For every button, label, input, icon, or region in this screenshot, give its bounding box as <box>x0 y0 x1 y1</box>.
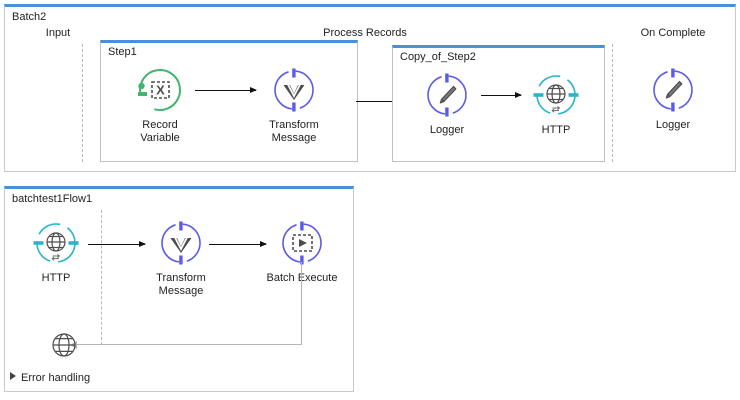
connector-arrow <box>88 240 146 247</box>
node-http-listener[interactable]: HTTP <box>18 219 94 285</box>
http-globe-icon <box>32 219 80 267</box>
logger-pencil-icon <box>649 66 697 114</box>
phase-separator-on-complete <box>612 44 613 162</box>
node-label: HTTP <box>41 272 71 284</box>
connector-arrow <box>481 91 522 98</box>
chevron-right-icon[interactable] <box>10 372 16 380</box>
transform-message-icon <box>270 66 318 114</box>
node-label: Transform Message <box>156 272 206 297</box>
node-label: Logger <box>429 124 465 136</box>
return-path-horizontal <box>77 344 302 345</box>
svg-text:X: X <box>156 83 165 98</box>
flow-scope[interactable]: batchtest1Flow1 <box>4 186 354 392</box>
phase-label-process-records: Process Records <box>323 27 407 39</box>
record-variable-icon: X <box>136 66 184 114</box>
node-label: Logger <box>655 119 691 131</box>
node-transform-message[interactable]: Transform Message <box>143 219 219 298</box>
node-label: Transform Message <box>269 119 319 144</box>
http-globe-icon <box>532 71 580 119</box>
connector-arrow <box>209 240 267 247</box>
node-label: HTTP <box>541 124 571 136</box>
phase-separator-input <box>82 44 83 162</box>
logger-pencil-icon <box>423 71 471 119</box>
connector-arrow <box>195 86 257 93</box>
error-handling-label: Error handling <box>21 372 91 384</box>
node-batch-execute[interactable]: Batch Execute <box>264 219 340 285</box>
node-transform-message[interactable]: Transform Message <box>256 66 332 145</box>
step-box-copy-of-step2[interactable]: Copy_of_Step2 <box>392 45 605 162</box>
step-title-copy-of-step2: Copy_of_Step2 <box>400 51 476 63</box>
node-label: Record Variable <box>140 119 180 144</box>
node-http[interactable]: HTTP <box>518 71 594 137</box>
globe-icon <box>49 330 79 360</box>
phase-label-input: Input <box>45 27 71 39</box>
node-on-complete-logger[interactable]: Logger <box>635 66 711 132</box>
transform-message-icon <box>157 219 205 267</box>
flow-source-separator <box>101 210 102 345</box>
batch-execute-icon <box>278 219 326 267</box>
step-title-step1: Step1 <box>108 46 137 58</box>
node-http-response[interactable] <box>26 330 102 360</box>
flow-scope-title: batchtest1Flow1 <box>12 193 93 205</box>
step-box-step1[interactable]: Step1 <box>100 40 358 162</box>
error-handling-row[interactable]: Error handling <box>10 372 90 384</box>
phase-label-on-complete: On Complete <box>640 27 706 39</box>
return-path-vertical <box>301 262 302 345</box>
node-logger[interactable]: Logger <box>409 71 485 137</box>
node-label: Batch Execute <box>266 272 338 284</box>
node-record-variable[interactable]: X Record Variable <box>122 66 198 145</box>
batch-scope-title: Batch2 <box>12 11 47 23</box>
